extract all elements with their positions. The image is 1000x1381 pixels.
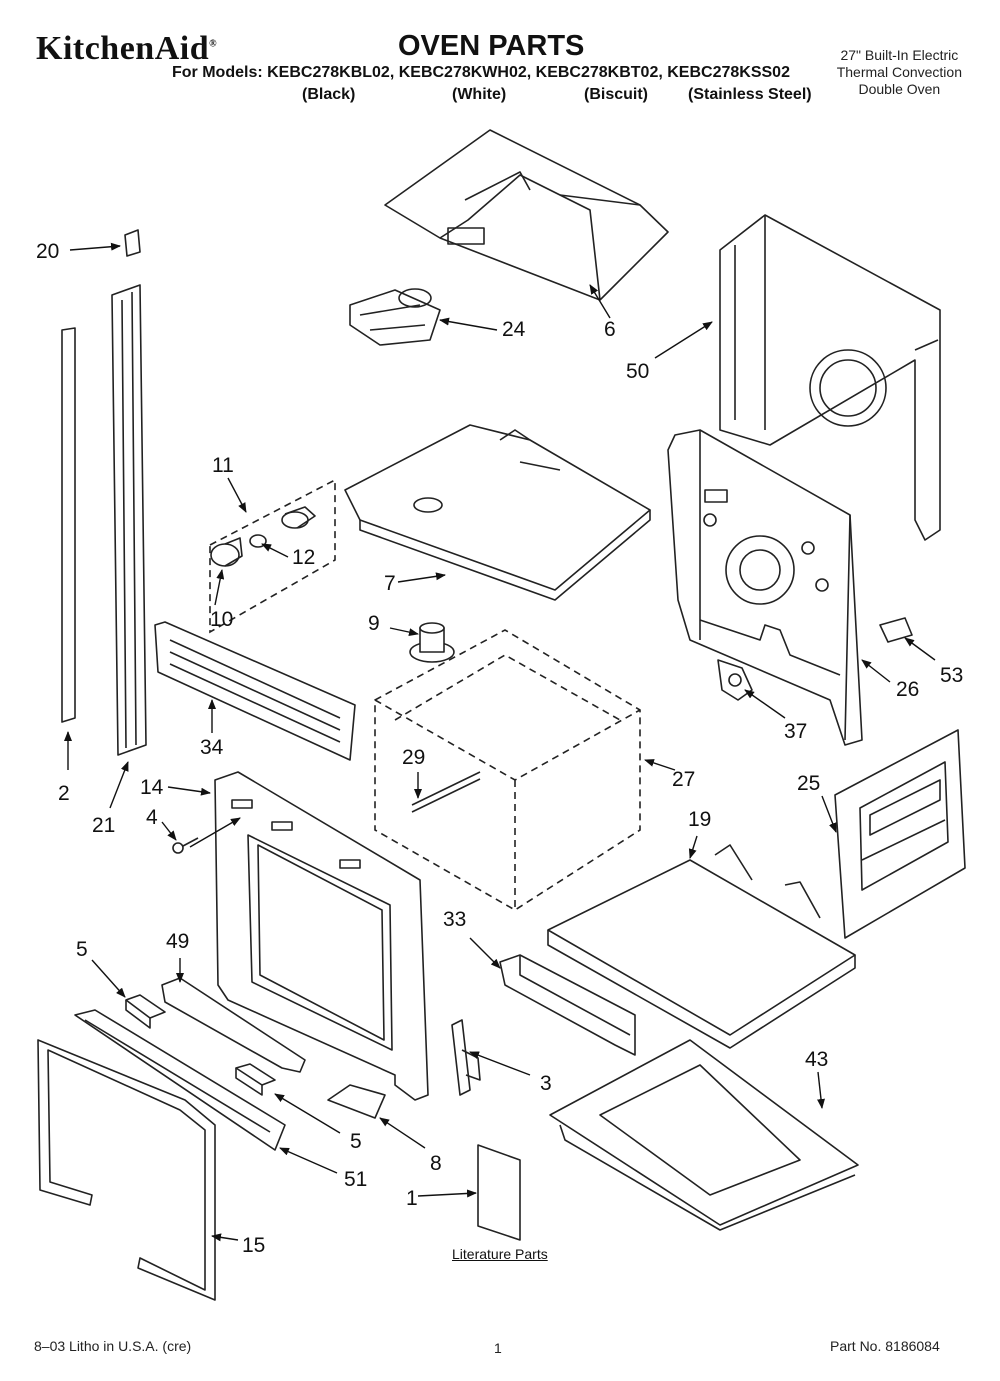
part-25-side-panel [834, 729, 966, 939]
footer-litho: 8–03 Litho in U.S.A. (cre) [34, 1338, 192, 1354]
color-black: (Black) [302, 86, 356, 103]
part-4-screw [172, 837, 199, 854]
part-5-spacer-lower [235, 1063, 276, 1096]
callout-20: 20 [36, 240, 59, 263]
part-21-side-trim [111, 284, 147, 756]
callout-33: 33 [443, 908, 466, 931]
part-9-fan [409, 622, 455, 663]
callout-1: 1 [406, 1187, 418, 1210]
part-26-rear-liner-frame [667, 429, 863, 746]
part-1-literature [477, 1144, 521, 1241]
product-description: 27" Built-In Electric Thermal Convection… [837, 47, 962, 98]
callout-53: 53 [940, 664, 963, 687]
part-11-indicator-group [209, 478, 336, 634]
callout-21: 21 [92, 814, 115, 837]
callout-34: 34 [200, 736, 224, 759]
callout-43: 43 [805, 1048, 828, 1071]
part-8-bracket [327, 1084, 386, 1119]
part-6-top-duct [384, 129, 669, 301]
color-stainless: (Stainless Steel) [688, 86, 812, 103]
footer-page-number: 1 [494, 1340, 502, 1356]
part-3-bracket [451, 1019, 481, 1096]
part-2-trim-strip [61, 327, 76, 723]
callout-12: 12 [292, 546, 315, 569]
callout-5-upper: 5 [76, 938, 88, 961]
description-line: Double Oven [858, 81, 941, 97]
description-line: 27" Built-In Electric [840, 47, 959, 63]
part-34-vent-grille [154, 621, 356, 761]
callout-50: 50 [626, 360, 649, 383]
description-line: Thermal Convection [836, 64, 962, 80]
callout-24: 24 [502, 318, 526, 341]
callout-8: 8 [430, 1152, 442, 1175]
callout-6: 6 [604, 318, 616, 341]
leader-arrows [64, 242, 936, 1242]
callout-15: 15 [242, 1234, 265, 1257]
part-37-gasket [717, 659, 753, 701]
part-53-clip [879, 617, 913, 643]
part-15-door-gasket [37, 1039, 216, 1301]
part-24-bracket [349, 288, 441, 346]
callout-49: 49 [166, 930, 189, 953]
callout-19: 19 [688, 808, 711, 831]
callout-11: 11 [212, 454, 234, 477]
models-line: For Models: KEBC278KBL02, KEBC278KWH02, … [172, 64, 790, 81]
part-7-oven-top [344, 424, 651, 601]
callout-labels: 1 2 3 4 5 5 6 7 8 9 10 11 12 14 15 19 20… [36, 240, 963, 1257]
callout-2: 2 [58, 782, 70, 805]
part-29-rod [411, 771, 481, 813]
callout-4: 4 [146, 806, 158, 829]
callout-29: 29 [402, 746, 425, 769]
footer-part-number: Part No. 8186084 [830, 1338, 940, 1354]
callout-25: 25 [797, 772, 820, 795]
part-51-trim [74, 1009, 286, 1151]
literature-parts-label: Literature Parts [452, 1246, 548, 1262]
callout-14: 14 [140, 776, 164, 799]
part-33-bracket [499, 954, 636, 1056]
color-white: (White) [452, 86, 507, 103]
part-27-oven-cavity [374, 629, 641, 911]
part-50-rear-panel [719, 214, 941, 541]
callout-26: 26 [896, 678, 919, 701]
brand-logo: KitchenAid® [36, 30, 218, 67]
part-14-front-frame [214, 771, 429, 1101]
callout-5-lower: 5 [350, 1130, 362, 1153]
callout-51: 51 [344, 1168, 367, 1191]
part-5-spacer-upper [125, 994, 166, 1029]
part-20-clip [124, 229, 141, 257]
callout-37: 37 [784, 720, 807, 743]
color-biscuit: (Biscuit) [584, 86, 648, 103]
part-19-bottom-tray [547, 844, 856, 1049]
callout-3: 3 [540, 1072, 552, 1095]
part-43-bottom-pan [549, 1039, 859, 1231]
callout-9: 9 [368, 612, 380, 635]
callout-7: 7 [384, 572, 396, 595]
page-title: OVEN PARTS [398, 30, 585, 62]
callout-10: 10 [210, 608, 233, 631]
callout-27: 27 [672, 768, 695, 791]
